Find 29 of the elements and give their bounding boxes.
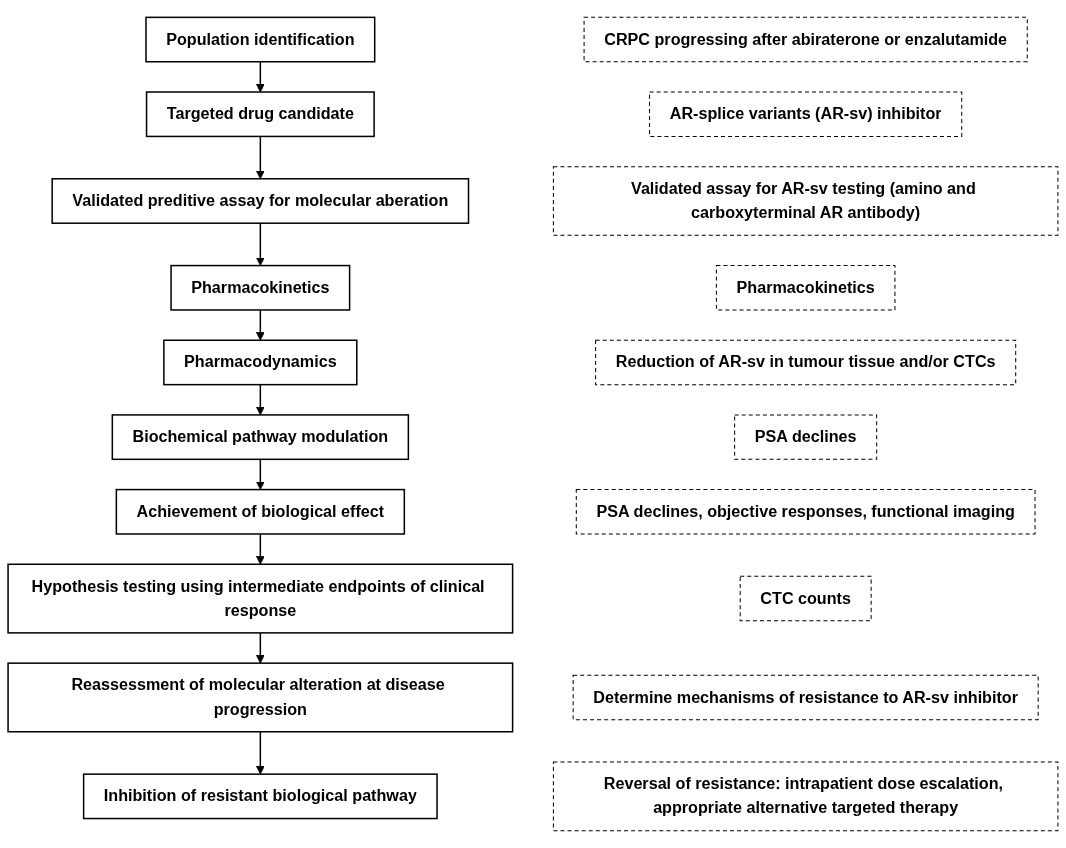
node-box: Pharmacodynamics — [163, 339, 358, 386]
node-box: PSA declines, objective responses, functional imaging — [575, 489, 1036, 535]
node-box: Pharmacokinetics — [715, 265, 896, 311]
arrow — [255, 61, 265, 93]
node-box: Validated assay for AR-sv testing (amino and carboxyterminal AR antibody) — [552, 166, 1059, 236]
node-box: Hypothesis testing using intermediate endpoints of clinical response — [7, 563, 514, 634]
node-box: CTC counts — [739, 575, 872, 622]
node-box: Biochemical pathway modulation — [111, 414, 410, 461]
node-box: Validated preditive assay for molecular aberation — [51, 178, 470, 224]
node-box: Reassessment of molecular alteration at disease progression — [7, 662, 514, 733]
node-box: Inhibition of resistant biological pathway — [82, 773, 438, 820]
node-box: PSA declines — [734, 414, 878, 460]
node-box: Reversal of resistance: intrapatient dose escalation, appropriate alternative targeted therapy — [552, 761, 1059, 832]
arrow — [255, 458, 265, 490]
arrow — [255, 309, 265, 341]
arrow — [255, 731, 265, 775]
arrow — [255, 135, 265, 180]
arrow — [255, 222, 265, 266]
node-box: AR-splice variants (AR-sv) inhibitor — [649, 91, 963, 137]
node-box: Reduction of AR-sv in tumour tissue and/or CTCs — [595, 339, 1017, 386]
arrow — [255, 533, 265, 565]
node-box: Pharmacokinetics — [170, 264, 351, 311]
node-box: Targeted drug candidate — [145, 91, 375, 138]
arrow — [255, 383, 265, 416]
node-box: Determine mechanisms of resistance to AR-sv inhibitor — [572, 674, 1039, 721]
node-box: Population identification — [145, 16, 376, 63]
arrow — [255, 632, 265, 664]
node-box: Achievement of biological effect — [115, 488, 406, 535]
node-box: CRPC progressing after abiraterone or enzalutamide — [583, 16, 1028, 63]
